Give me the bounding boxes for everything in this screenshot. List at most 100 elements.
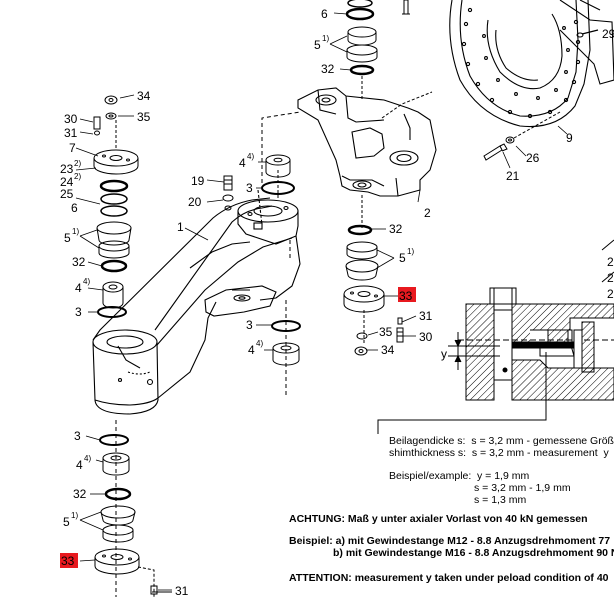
label-26: 26 — [526, 151, 540, 165]
label-9: 9 — [566, 131, 573, 145]
label-30a: 30 — [64, 112, 78, 126]
bearing-cone-5c — [100, 505, 136, 526]
seal-4c — [272, 342, 300, 366]
example-y: y = 1,9 mm — [477, 470, 530, 482]
label-2-edge-c: 2 — [607, 287, 614, 301]
flange-33a — [94, 548, 140, 575]
example-label: Beispiel/example: — [389, 470, 472, 482]
label-24: 24 — [60, 175, 74, 189]
seal-4b — [265, 154, 291, 178]
label-31a: 31 — [64, 126, 78, 140]
label-34a: 34 — [137, 89, 151, 103]
label-5c: 5 — [314, 38, 321, 52]
slewing-ring-9 — [449, 0, 614, 128]
washer-35b — [356, 332, 368, 340]
bearing-cone-5a — [96, 221, 132, 246]
label-3d: 3 — [74, 429, 81, 443]
label-4a: 4 — [75, 281, 82, 295]
ring-6a — [99, 179, 129, 193]
bolt-21 — [483, 136, 515, 161]
housing-2 — [297, 87, 437, 197]
bearing-cone-5g — [346, 241, 378, 260]
bearing-cone-5b — [98, 240, 130, 259]
bearing-cone-5h — [345, 259, 379, 281]
label-sup1-c: 1) — [322, 34, 329, 43]
label-35b: 35 — [379, 325, 393, 339]
label-7: 7 — [69, 141, 76, 155]
label-2: 2 — [424, 206, 431, 220]
shim-thickness-en: shimthickness s: s = 3,2 mm - measuremen… — [389, 447, 609, 459]
label-sup4-c: 4) — [256, 339, 263, 348]
label-23: 23 — [60, 162, 74, 176]
label-4c: 4 — [248, 343, 255, 357]
snap-ring-32c — [349, 64, 375, 76]
label-33a: 33 — [61, 554, 75, 568]
bearing-cone-5f — [346, 44, 378, 63]
label-4d: 4 — [76, 458, 83, 472]
axle-beam-1 — [92, 189, 301, 415]
label-31c: 31 — [419, 309, 433, 323]
label-31b: 31 — [175, 584, 189, 597]
label-sup1-b: 1) — [71, 511, 78, 520]
label-30b: 30 — [419, 330, 433, 344]
highlight-33-left — [60, 553, 78, 568]
label-25: 25 — [60, 187, 74, 201]
label-5a: 5 — [64, 231, 71, 245]
example-s1: s = 3,2 mm - 1,9 mm — [474, 482, 571, 494]
label-5b: 5 — [63, 515, 70, 529]
label-35a: 35 — [137, 110, 151, 124]
label-21: 21 — [506, 169, 520, 183]
label-32c: 32 — [321, 62, 335, 76]
label-2-edge-b: 2 — [607, 271, 614, 285]
bearing-cone-5d — [102, 524, 134, 543]
snap-ring-32a — [100, 259, 128, 273]
bolt-30 — [93, 116, 101, 136]
label-sup4-a: 4) — [83, 277, 90, 286]
snap-ring-32b — [104, 487, 132, 501]
beispiel-b: b) mit Gewindestange M16 - 8.8 Anzugsdre… — [333, 547, 614, 559]
ring-6b — [100, 193, 128, 205]
nut-34b — [354, 346, 368, 356]
label-33b: 33 — [399, 289, 413, 303]
section-detail — [448, 287, 614, 401]
washer-35 — [105, 112, 117, 120]
label-2-edge-a: 2 — [607, 255, 614, 269]
label-6b: 6 — [321, 7, 328, 21]
label-4b: 4 — [239, 156, 246, 170]
beispiel-a: Beispiel: a) mit Gewindestange M12 - 8.8… — [289, 535, 611, 547]
label-sup1-d: 1) — [407, 247, 414, 256]
seal-4a — [102, 281, 124, 309]
achtung-note: ACHTUNG: Maß y unter axialer Vorlast von… — [289, 513, 588, 525]
label-5d: 5 — [399, 251, 406, 265]
ring-6d — [345, 7, 375, 21]
label-19: 19 — [191, 174, 205, 188]
label-sup1-a: 1) — [72, 227, 79, 236]
snap-ring-32d — [347, 224, 373, 236]
label-sup2-a: 2) — [74, 159, 81, 168]
shim-thickness-de: Beilagendicke s: s = 3,2 mm - gemessene … — [389, 435, 614, 447]
o-ring-3d — [99, 434, 129, 446]
label-sup4-d: 4) — [84, 454, 91, 463]
bearing-cone-5e — [347, 26, 377, 46]
label-1: 1 — [177, 220, 184, 234]
seal-4d — [102, 452, 130, 476]
label-sup4-b: 4) — [247, 152, 254, 161]
label-32a: 32 — [72, 255, 86, 269]
label-20: 20 — [188, 195, 202, 209]
label-6a: 6 — [71, 201, 78, 215]
label-3b: 3 — [246, 181, 253, 195]
highlight-33-right — [398, 287, 416, 302]
flange-33b — [343, 285, 385, 313]
attention-note: ATTENTION: measurement y taken under pel… — [289, 572, 609, 584]
label-32b: 32 — [73, 487, 87, 501]
label-3a: 3 — [75, 305, 82, 319]
label-32d: 32 — [389, 222, 403, 236]
ring-6c — [100, 205, 128, 217]
nut-34 — [104, 95, 118, 105]
shim-cap-7 — [93, 149, 139, 175]
label-y: y — [441, 347, 447, 361]
bolt-19 — [222, 175, 234, 211]
example-s2: s = 1,3 mm — [474, 494, 527, 506]
